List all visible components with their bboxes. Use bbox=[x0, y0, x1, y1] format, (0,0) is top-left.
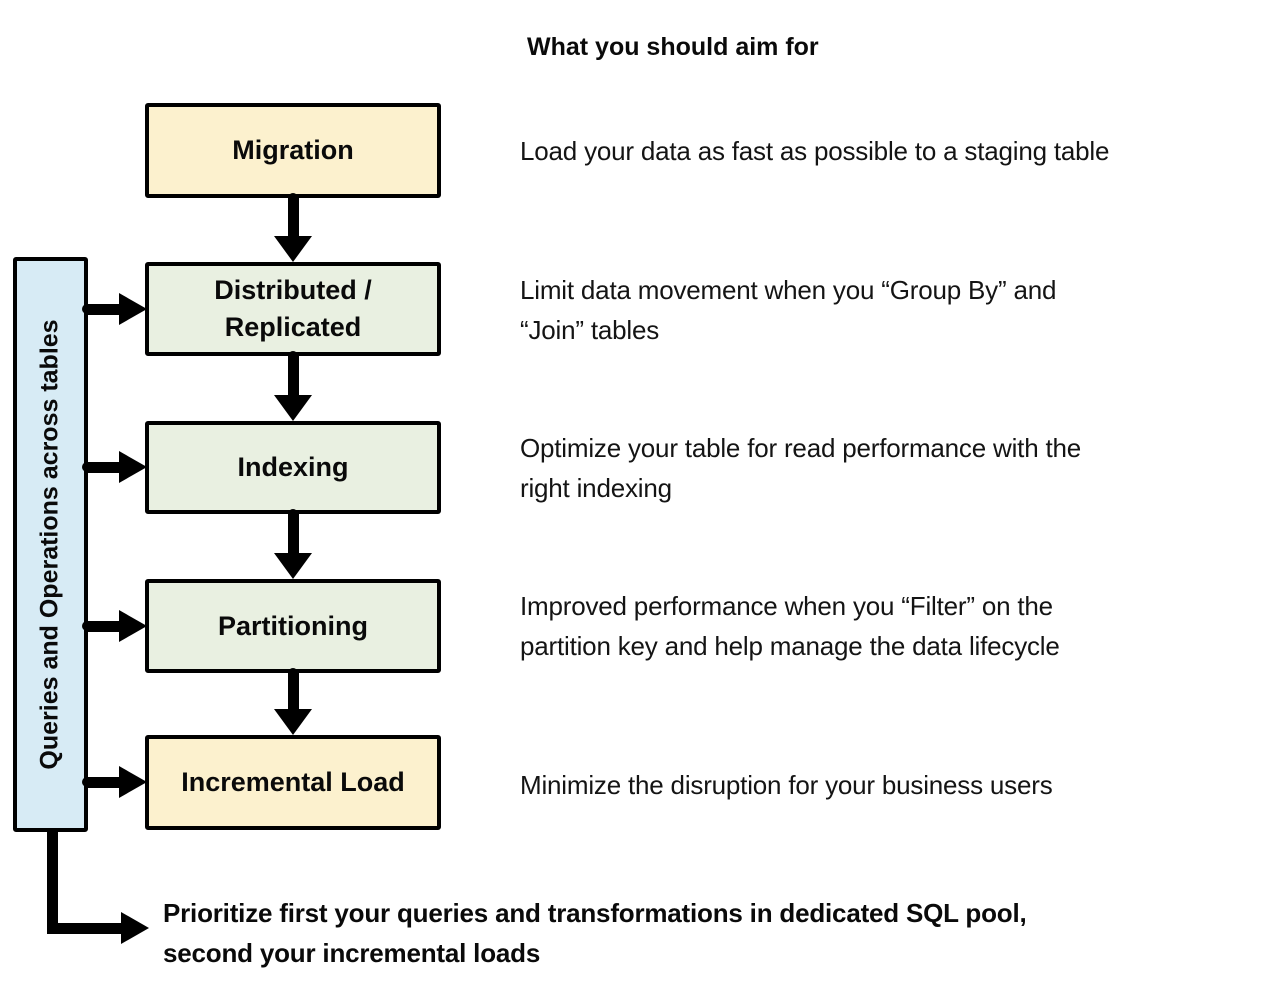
arrow-shaft-vertical bbox=[47, 830, 58, 934]
description-incremental: Minimize the disruption for your busines… bbox=[520, 765, 1250, 805]
arrow-head-right-icon bbox=[119, 610, 147, 642]
arrow-shaft bbox=[288, 354, 299, 395]
step-label: Distributed / Replicated bbox=[214, 275, 372, 342]
arrow-shaft-horizontal bbox=[47, 923, 121, 934]
arrow-shaft bbox=[288, 671, 299, 709]
description-line: Improved performance when you “Filter” o… bbox=[520, 591, 1053, 621]
footer-note-line: Prioritize first your queries and transf… bbox=[163, 898, 1027, 928]
arrow-shaft bbox=[84, 777, 119, 788]
description-line: partition key and help manage the data l… bbox=[520, 631, 1060, 661]
step-box-distributed-replicated: Distributed / Replicated bbox=[145, 262, 441, 356]
description-distributed: Limit data movement when you “Group By” … bbox=[520, 270, 1250, 350]
arrow-head-right-icon bbox=[119, 451, 147, 483]
description-migration: Load your data as fast as possible to a … bbox=[520, 131, 1250, 171]
arrow-head-down-icon bbox=[274, 236, 312, 262]
footer-note: Prioritize first your queries and transf… bbox=[163, 893, 1223, 973]
step-box-migration: Migration bbox=[145, 103, 441, 198]
arrow-head-right-icon bbox=[119, 766, 147, 798]
description-line: Optimize your table for read performance… bbox=[520, 433, 1082, 463]
arrow-head-right-icon bbox=[121, 912, 149, 944]
description-line: Minimize the disruption for your busines… bbox=[520, 770, 1053, 800]
description-line: “Join” tables bbox=[520, 315, 660, 345]
arrow-shaft bbox=[84, 462, 119, 473]
arrow-shaft bbox=[84, 304, 119, 315]
description-line: Load your data as fast as possible to a … bbox=[520, 136, 1110, 166]
sidebar-label: Queries and Operations across tables bbox=[36, 319, 65, 770]
arrow-head-down-icon bbox=[274, 395, 312, 421]
step-box-partitioning: Partitioning bbox=[145, 579, 441, 673]
arrow-head-down-icon bbox=[274, 709, 312, 735]
description-indexing: Optimize your table for read performance… bbox=[520, 428, 1250, 508]
step-label: Indexing bbox=[237, 452, 349, 482]
description-line: right indexing bbox=[520, 473, 672, 503]
step-box-indexing: Indexing bbox=[145, 421, 441, 514]
arrow-head-down-icon bbox=[274, 553, 312, 579]
step-label: Incremental Load bbox=[181, 767, 405, 797]
page-title: What you should aim for bbox=[527, 33, 819, 61]
description-line: Limit data movement when you “Group By” … bbox=[520, 275, 1057, 305]
step-label: Migration bbox=[232, 135, 354, 165]
arrow-shaft bbox=[288, 196, 299, 236]
description-partitioning: Improved performance when you “Filter” o… bbox=[520, 586, 1250, 666]
arrow-head-right-icon bbox=[119, 293, 147, 325]
step-box-incremental-load: Incremental Load bbox=[145, 735, 441, 830]
step-label: Partitioning bbox=[218, 610, 368, 641]
arrow-shaft bbox=[288, 512, 299, 553]
arrow-shaft bbox=[84, 621, 119, 632]
sidebar-queries-operations: Queries and Operations across tables bbox=[13, 257, 88, 832]
footer-note-line: second your incremental loads bbox=[163, 938, 541, 968]
